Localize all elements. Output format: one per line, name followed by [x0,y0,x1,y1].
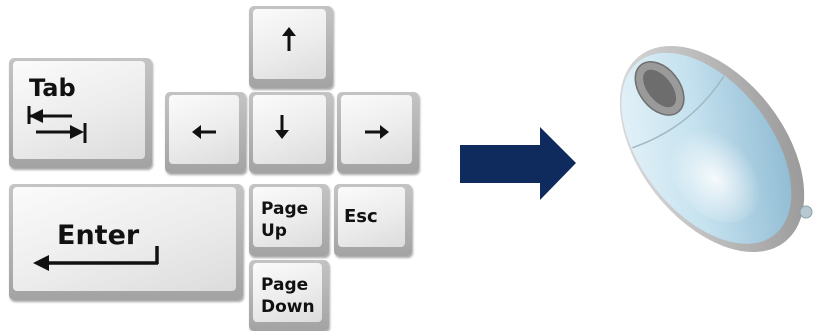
page-up-key-label: Page Up [261,198,308,242]
page-down-line-2: Down [261,297,315,317]
computer-mouse-icon [619,45,813,253]
tab-arrows-icon [27,106,87,143]
down-arrow-key[interactable] [249,92,333,173]
down-arrow-icon [275,115,289,139]
esc-key[interactable]: Esc [334,184,412,256]
page-down-key[interactable]: Page Down [249,260,329,331]
right-arrow-key[interactable] [337,92,419,173]
left-arrow-icon [192,125,216,139]
up-arrow-icon [282,27,296,51]
right-arrow-icon [460,127,576,200]
enter-return-icon [33,246,159,271]
up-arrow-key[interactable] [249,6,333,88]
page-up-line-2: Up [261,221,287,241]
page-up-line-1: Page [261,199,309,219]
tab-key[interactable]: Tab [9,58,152,168]
esc-key-label: Esc [344,206,378,227]
left-arrow-key[interactable] [165,92,246,173]
page-up-key[interactable]: Page Up [249,184,329,256]
page-down-key-label: Page Down [261,274,315,318]
enter-key[interactable]: Enter [9,184,243,300]
right-arrow-icon [365,125,389,139]
enter-key-label: Enter [57,220,140,251]
tab-key-label: Tab [29,74,76,102]
page-down-line-1: Page [261,275,309,295]
